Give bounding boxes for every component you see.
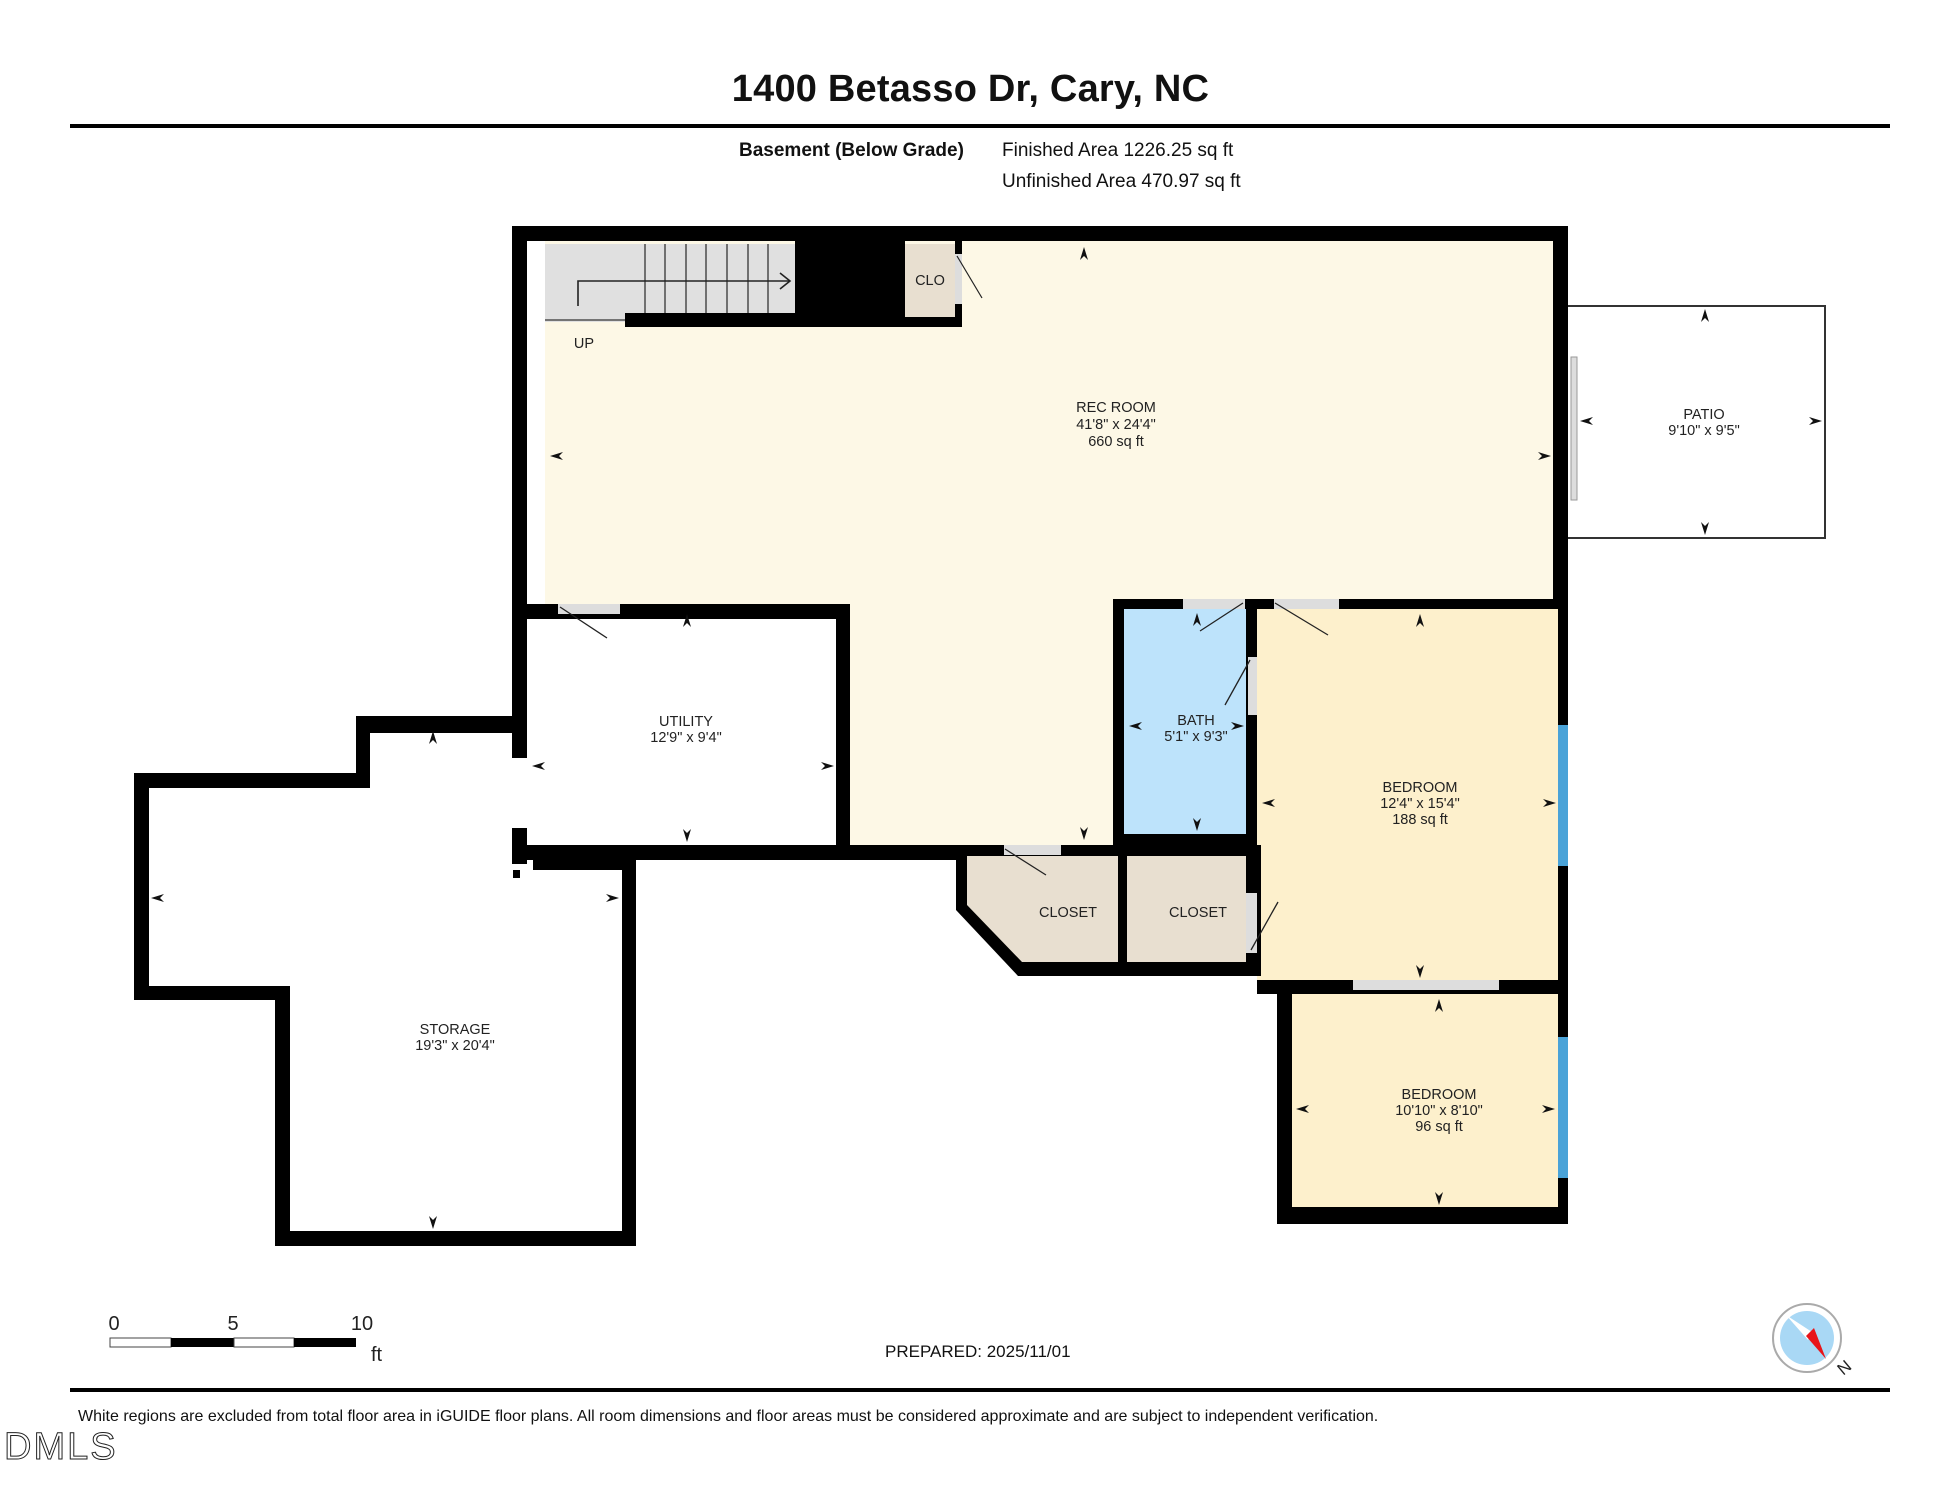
prepared-date: PREPARED: 2025/11/01 xyxy=(885,1342,1071,1361)
scale-label-10: 10 xyxy=(351,1313,373,1335)
window xyxy=(1558,1037,1568,1178)
bedroom-1-dims: 12'4" x 15'4" xyxy=(1380,796,1460,812)
stairs xyxy=(545,241,960,327)
bedroom-2-name: BEDROOM xyxy=(1402,1087,1477,1103)
small-closet xyxy=(905,241,983,327)
patio-name: PATIO xyxy=(1683,407,1724,423)
clo-name: CLO xyxy=(915,273,945,289)
bath-dims: 5'1" x 9'3" xyxy=(1164,729,1227,745)
finished-area: Finished Area 1226.25 sq ft xyxy=(1002,140,1234,161)
bedroom-1-name: BEDROOM xyxy=(1383,780,1458,796)
dmls-watermark: DMLS xyxy=(4,1426,118,1469)
scale-label-5: 5 xyxy=(227,1313,238,1335)
level-label: Basement (Below Grade) xyxy=(739,140,964,161)
rec-room-name: REC ROOM xyxy=(1076,400,1156,416)
rec-room-dims: 41'8" x 24'4" xyxy=(1076,417,1156,433)
header-divider xyxy=(70,124,1890,128)
page-title: 1400 Betasso Dr, Cary, NC xyxy=(731,68,1210,110)
utility-room xyxy=(527,604,850,849)
bath-name: BATH xyxy=(1177,713,1215,729)
patio-dims: 9'10" x 9'5" xyxy=(1668,423,1739,439)
storage-name: STORAGE xyxy=(420,1022,491,1038)
compass-north-label: N xyxy=(1834,1356,1856,1378)
bath-room xyxy=(1113,599,1261,849)
window xyxy=(1558,725,1568,866)
rec-room xyxy=(545,241,1553,845)
compass-icon: N xyxy=(1772,1303,1856,1379)
scale-unit: ft xyxy=(371,1344,383,1366)
storage-dims: 19'3" x 20'4" xyxy=(415,1038,495,1054)
bedroom-2-dims: 10'10" x 8'10" xyxy=(1395,1103,1483,1119)
scale-label-0: 0 xyxy=(108,1313,119,1335)
footer-divider xyxy=(70,1388,1890,1392)
utility-dims: 12'9" x 9'4" xyxy=(650,730,721,746)
dimension-arrows xyxy=(151,247,1822,1229)
utility-name: UTILITY xyxy=(659,714,713,730)
closet-2-name: CLOSET xyxy=(1169,905,1227,921)
patio xyxy=(1568,305,1826,539)
bedroom-1-area: 188 sq ft xyxy=(1392,812,1448,828)
stairs-up-label: UP xyxy=(574,336,594,352)
closets xyxy=(956,845,1279,976)
scale-bar: 0 5 10 ft xyxy=(108,1313,382,1366)
rec-room-area: 660 sq ft xyxy=(1088,434,1144,450)
closet-1-name: CLOSET xyxy=(1039,905,1097,921)
bedroom-2-area: 96 sq ft xyxy=(1415,1119,1463,1135)
disclaimer-text: White regions are excluded from total fl… xyxy=(78,1408,1379,1425)
unfinished-area: Unfinished Area 470.97 sq ft xyxy=(1002,171,1241,192)
storage-room xyxy=(134,716,636,1246)
bedroom-1 xyxy=(1257,599,1568,994)
bedroom-2 xyxy=(1277,980,1568,1224)
